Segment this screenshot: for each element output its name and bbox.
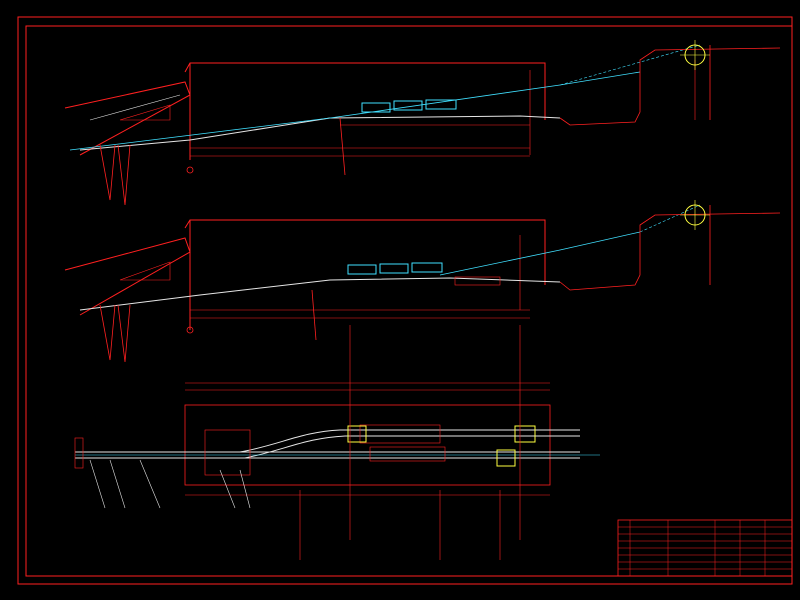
hoist-unit-3: [496, 449, 516, 467]
roof-line-top: [184, 62, 546, 120]
turnout-track: [239, 429, 580, 453]
mine-car-6: [411, 262, 443, 273]
slope-left-top: [64, 81, 191, 156]
outer-frame: [17, 16, 793, 585]
mine-car-1: [361, 102, 391, 113]
grade-line-cyan-top: [69, 71, 641, 151]
elevation-view-top: [64, 40, 781, 206]
plan-view: [74, 325, 600, 560]
elevation-view-middle: [64, 200, 781, 363]
inner-frame: [25, 25, 793, 577]
hoist-unit-2: [514, 425, 536, 443]
benchmark-circle-top: [186, 166, 194, 174]
title-block: [617, 519, 793, 577]
hoist-unit-1: [347, 425, 367, 443]
mine-car-2: [393, 100, 423, 111]
track-line-middle: [79, 277, 561, 311]
grade-line-cyan-middle: [439, 231, 641, 276]
benchmark-circle-middle: [186, 326, 194, 334]
track-line-top: [79, 115, 561, 151]
plan-outline: [184, 404, 551, 486]
mine-car-5: [379, 263, 409, 274]
mine-car-3: [425, 99, 457, 110]
mine-car-4: [347, 264, 377, 275]
